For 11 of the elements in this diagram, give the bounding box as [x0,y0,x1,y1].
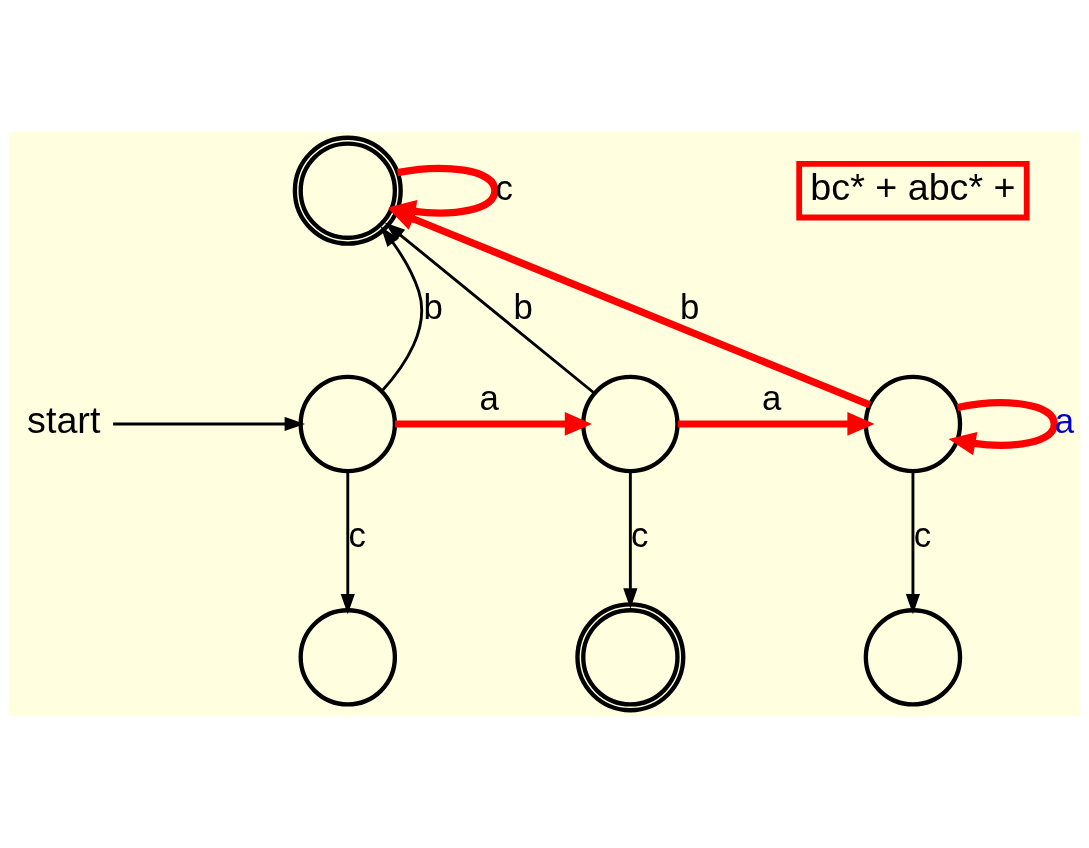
node-text: start [27,399,101,442]
edge-label: c [913,515,932,554]
edge-label: c [348,515,366,554]
edge-label: b [680,288,700,327]
edge-label: a [761,378,782,417]
edge-label: a [479,378,499,417]
edge-label: b [423,288,443,327]
edge-label: a [1054,401,1075,440]
edge-label: c [495,168,513,207]
edge-label: c [631,515,649,554]
edge-label: b [513,288,533,327]
